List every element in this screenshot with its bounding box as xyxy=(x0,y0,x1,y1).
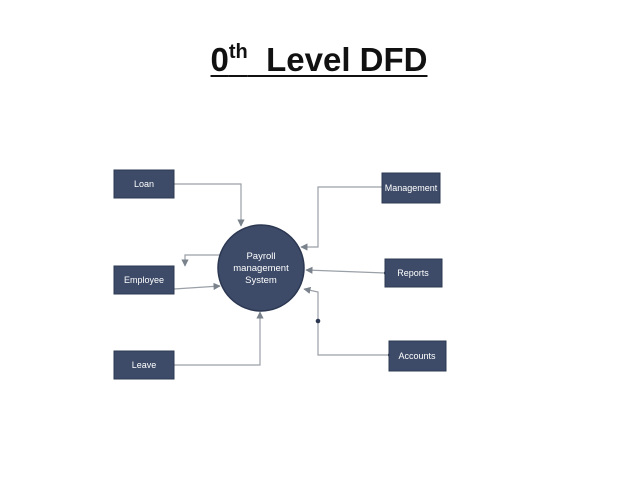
entity-employee: Employee xyxy=(113,265,175,295)
process-payroll-management-system: Payroll management System xyxy=(217,224,305,312)
connector-loan-to-process xyxy=(174,183,245,227)
entity-leave-box xyxy=(113,350,175,380)
connector-reports-to-process xyxy=(305,266,386,274)
entity-accounts-label: Accounts xyxy=(398,351,436,361)
connector-management-to-process xyxy=(300,186,382,251)
entity-loan-box xyxy=(113,169,175,199)
connector-employee-to-process xyxy=(173,282,221,291)
junction-dot-accounts xyxy=(315,318,321,324)
entity-reports-box xyxy=(384,258,443,288)
title-superscript: th xyxy=(228,41,248,63)
connectors xyxy=(173,183,389,366)
connector-accounts-to-process xyxy=(303,286,389,356)
entity-employee-box xyxy=(113,265,175,295)
entity-loan-label: Loan xyxy=(134,179,154,189)
process-label-line-2: management xyxy=(233,263,289,274)
entity-management: Management xyxy=(381,172,441,204)
process-label-line-1: Payroll xyxy=(246,251,275,262)
process-circle xyxy=(217,224,305,312)
connector-process-to-employee xyxy=(181,254,222,267)
process-label-line-3: System xyxy=(245,275,277,286)
entity-accounts: Accounts xyxy=(388,340,447,372)
entity-leave-label: Leave xyxy=(132,360,157,370)
entity-management-label: Management xyxy=(385,183,438,193)
page-title-text: 0th Level DFD xyxy=(211,40,428,80)
entity-accounts-box xyxy=(388,340,447,372)
entity-loan: Loan xyxy=(113,169,175,199)
entity-reports-label: Reports xyxy=(397,268,429,278)
page-title: 0th Level DFD xyxy=(0,40,638,80)
entity-reports: Reports xyxy=(384,258,443,288)
title-main: 0 xyxy=(210,41,229,78)
entity-management-box xyxy=(381,172,441,204)
entity-employee-label: Employee xyxy=(124,275,164,285)
title-rest: Level DFD xyxy=(247,41,428,78)
entity-leave: Leave xyxy=(113,350,175,380)
connector-leave-to-process xyxy=(174,311,264,366)
